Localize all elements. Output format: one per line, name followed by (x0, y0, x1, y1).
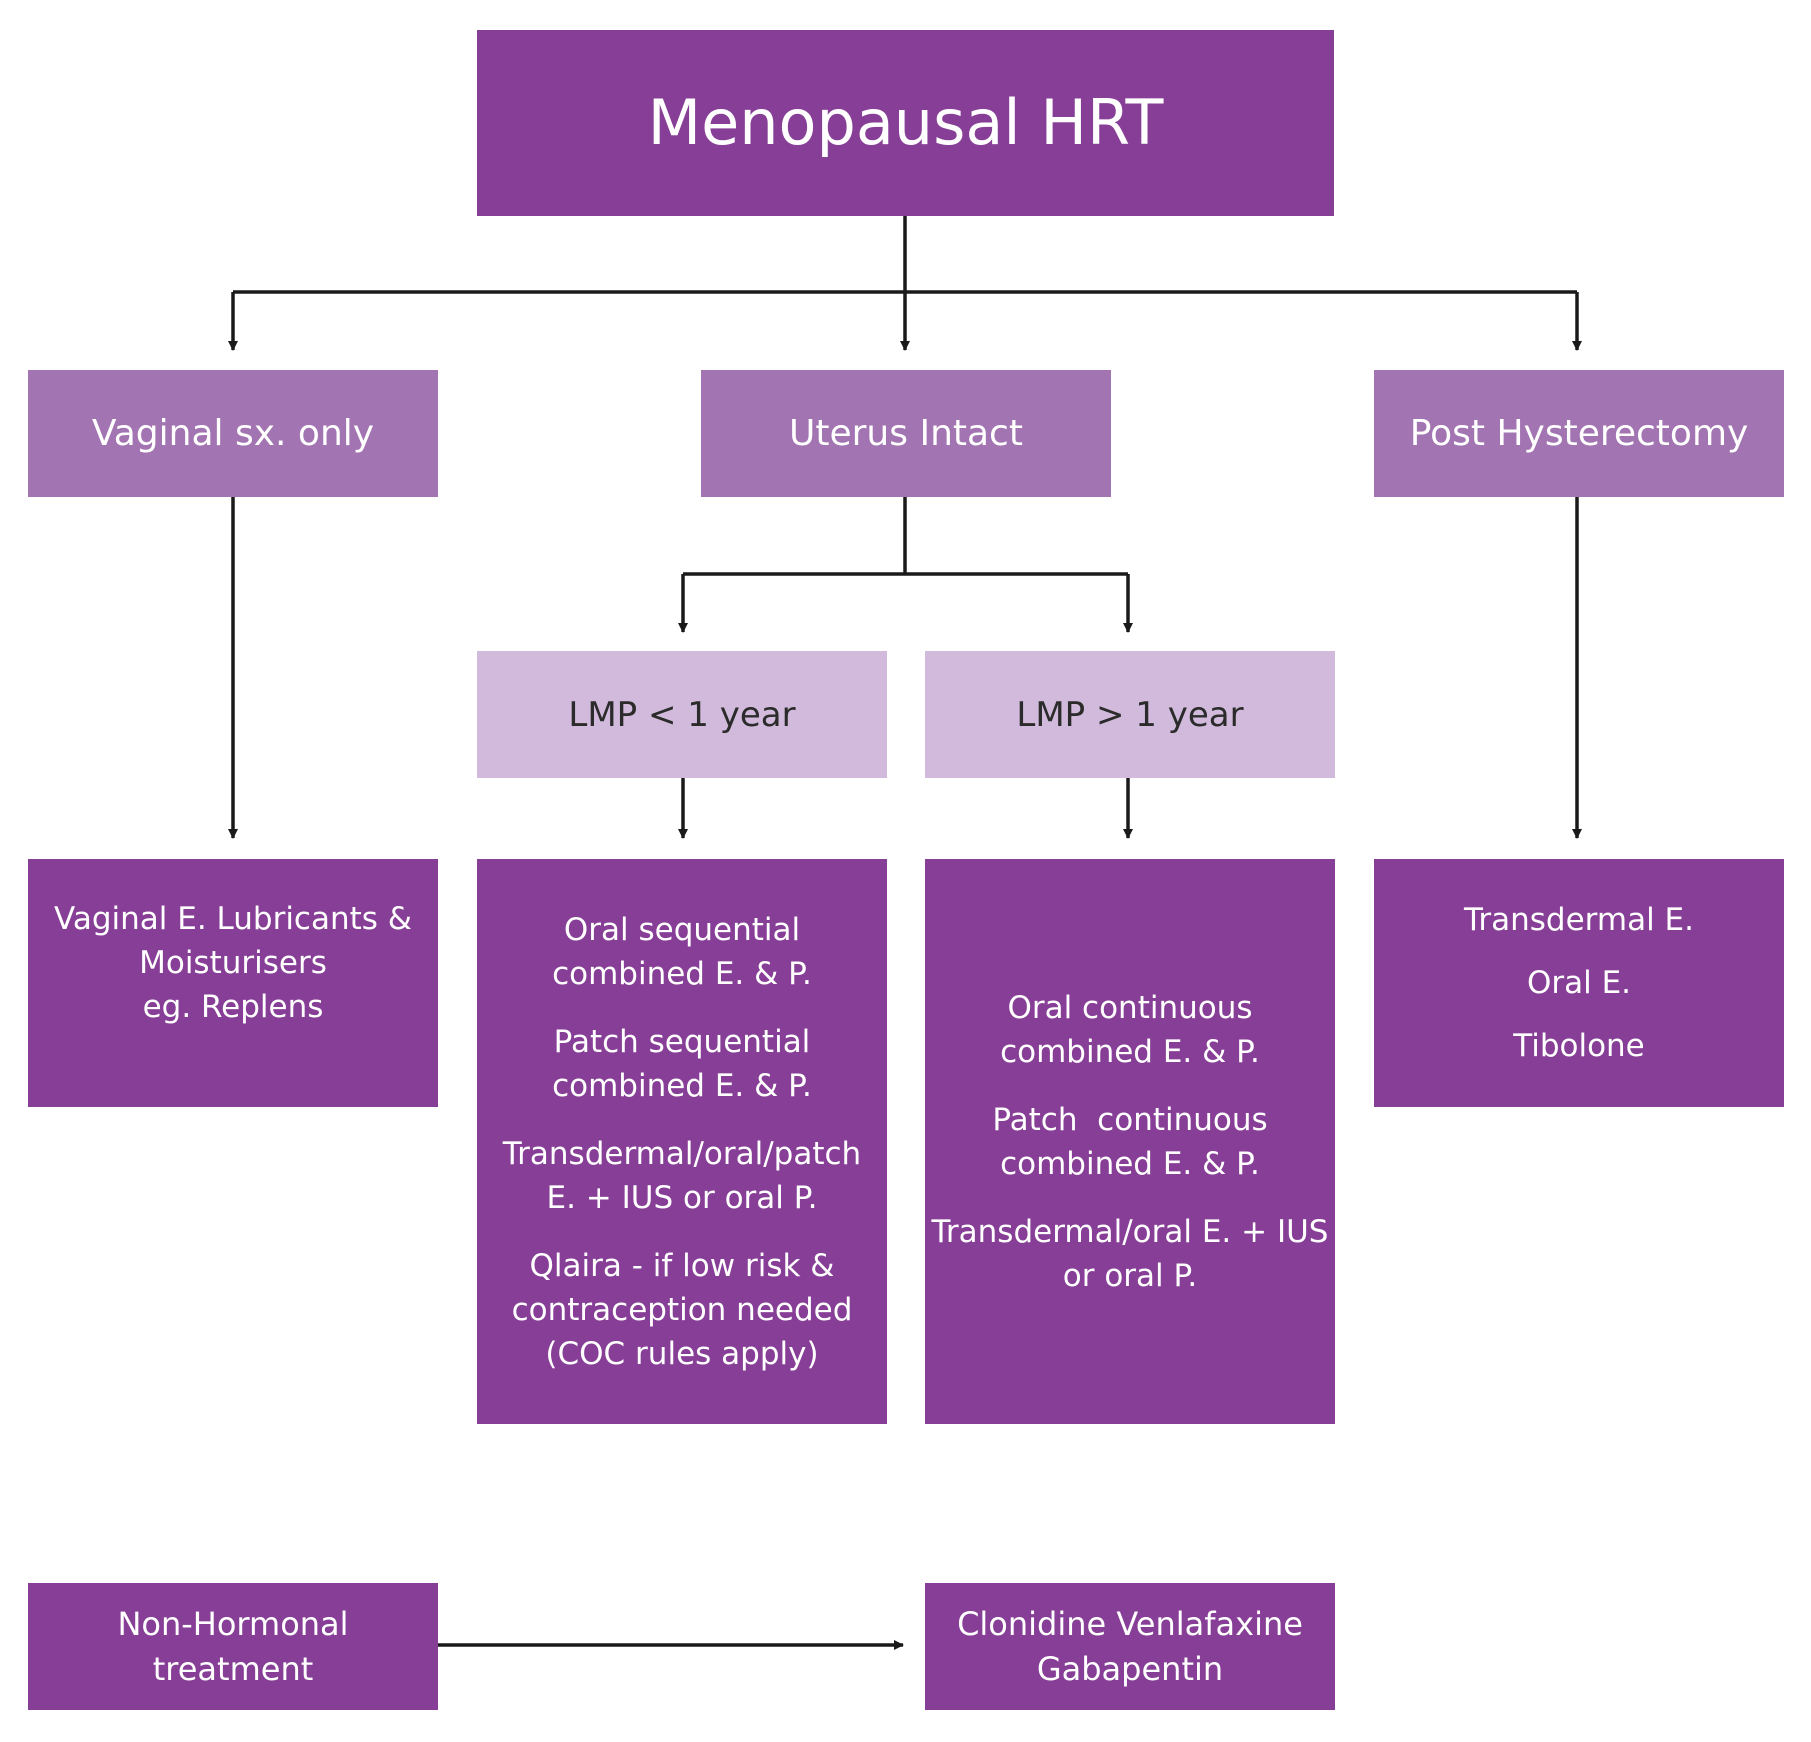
title-box: Menopausal HRT (477, 30, 1334, 216)
vaginal-treatment-line: Vaginal E. Lubricants & (54, 901, 412, 937)
treatment-option-line: combined E. & P. (1000, 1033, 1260, 1070)
lmp-more-box: LMP > 1 year (925, 651, 1335, 778)
treatment-option: Patch sequential combined E. & P. (552, 1020, 812, 1108)
vaginal-treatment-line: Moisturisers (139, 945, 327, 981)
lmp-less-box: LMP < 1 year (477, 651, 887, 778)
treatment-option: Oral continuous combined E. & P. (1000, 986, 1260, 1074)
treatment-option-line: combined E. & P. (552, 1067, 812, 1104)
treatment-option-line: Transdermal/oral/patch (502, 1135, 862, 1172)
vaginal-treatment-line: eg. Replens (142, 989, 324, 1025)
treatment-option: Oral sequential combined E. & P. (552, 908, 812, 996)
treatment-option-line: Qlaira - if low risk & (529, 1247, 835, 1284)
treatment-option: Patch continuous combined E. & P. (992, 1098, 1267, 1186)
post-hysterectomy-label: Post Hysterectomy (1409, 413, 1749, 454)
vaginal-only-box: Vaginal sx. only (28, 370, 438, 497)
non-hormonal-label: treatment (152, 1649, 314, 1688)
treatment-option-line: combined E. & P. (1000, 1145, 1260, 1182)
treatment-option-line: E. + IUS or oral P. (546, 1179, 818, 1216)
uterus-intact-box: Uterus Intact (701, 370, 1111, 497)
treatment-option-line: Transdermal/oral E. + IUS (931, 1213, 1329, 1250)
post-hysterectomy-box: Post Hysterectomy (1374, 370, 1784, 497)
treatment-option-line: Patch continuous (992, 1101, 1268, 1138)
treatment-option-line: (COC rules apply) (545, 1335, 819, 1372)
treatment-option-line: contraception needed (511, 1291, 853, 1328)
vaginal-treatment-box: Vaginal E. Lubricants & Moisturisers eg.… (28, 859, 438, 1107)
page-title: Menopausal HRT (647, 86, 1164, 159)
treatment-option: Transdermal/oral E. + IUS or oral P. (932, 1210, 1329, 1298)
post-hysterectomy-treatment-item: Tibolone (1513, 1027, 1645, 1064)
vaginal-only-label: Vaginal sx. only (91, 413, 375, 454)
non-hormonal-option: Gabapentin (1036, 1649, 1224, 1688)
treatment-option-line: combined E. & P. (552, 955, 812, 992)
post-hysterectomy-treatment-item: Oral E. (1526, 964, 1632, 1001)
treatment-option: Transdermal/oral/patch E. + IUS or oral … (503, 1132, 861, 1220)
non-hormonal-label: Non-Hormonal (117, 1604, 349, 1643)
non-hormonal-box: Non-Hormonal treatment (28, 1583, 438, 1710)
lmp-more-label: LMP > 1 year (1016, 694, 1244, 735)
treatment-option: Qlaira - if low risk & contraception nee… (512, 1244, 853, 1376)
uterus-intact-label: Uterus Intact (789, 413, 1023, 454)
non-hormonal-options-box: Clonidine Venlafaxine Gabapentin (925, 1583, 1335, 1710)
post-hysterectomy-treatment-item: Transdermal E. (1464, 901, 1694, 938)
treatment-option-line: Patch sequential (553, 1023, 811, 1060)
treatment-option-line: Oral continuous (1007, 989, 1253, 1026)
lmp-more-treatment-box: Oral continuous combined E. & P. Patch c… (925, 859, 1335, 1424)
treatment-option-line: Oral sequential (563, 911, 801, 948)
lmp-less-label: LMP < 1 year (568, 694, 796, 735)
non-hormonal-option: Clonidine Venlafaxine (957, 1604, 1303, 1643)
post-hysterectomy-treatment-box: Transdermal E. Oral E. Tibolone (1374, 859, 1784, 1107)
lmp-less-treatment-box: Oral sequential combined E. & P. Patch s… (477, 859, 887, 1424)
treatment-option-line: or oral P. (1062, 1257, 1198, 1294)
